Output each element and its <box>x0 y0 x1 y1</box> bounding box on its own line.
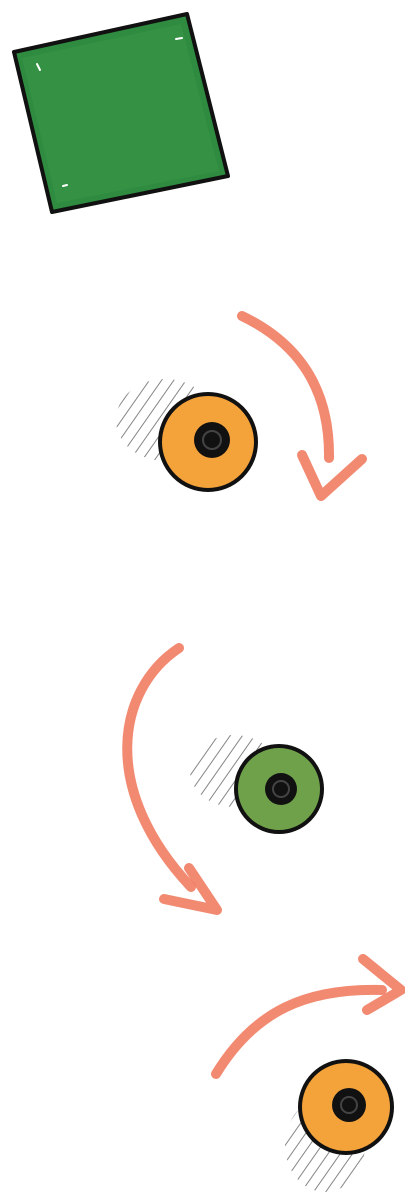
clockwise-curved-arrow-icon <box>242 316 362 496</box>
rightward-curved-arrow-icon <box>216 959 401 1074</box>
orange-round-knob-icon <box>285 1061 392 1192</box>
green-square-icon <box>14 14 228 212</box>
orange-round-knob-icon <box>116 379 256 490</box>
green-round-knob-icon <box>190 735 322 832</box>
